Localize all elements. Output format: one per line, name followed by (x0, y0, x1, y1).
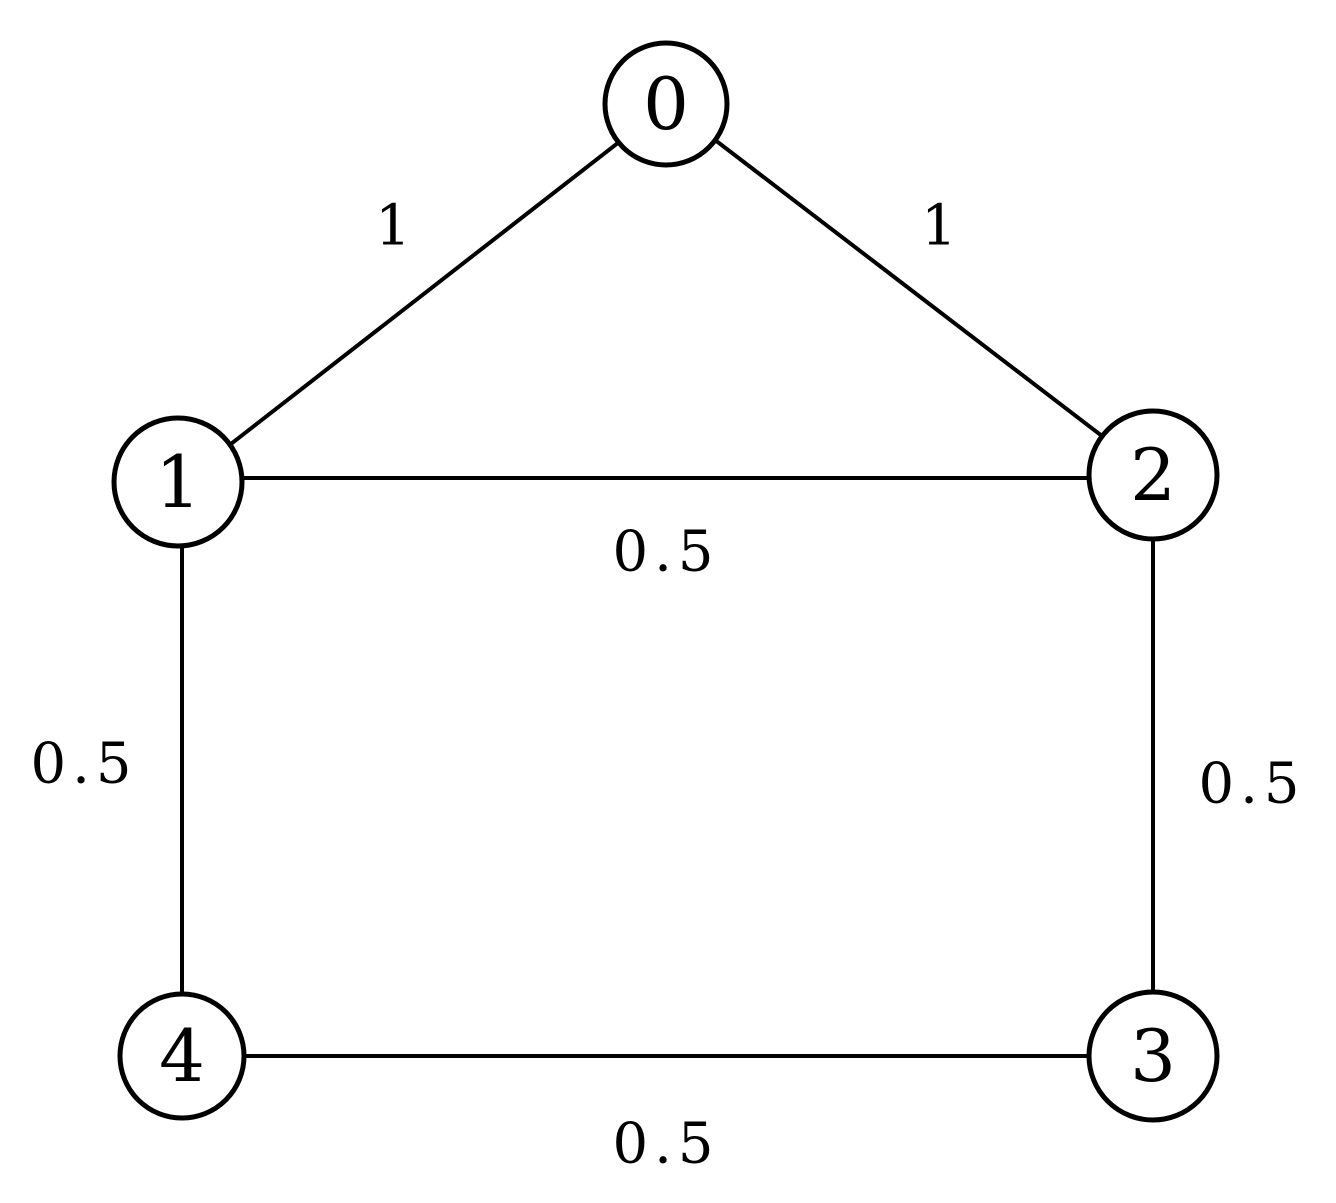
node-1-label: 1 (155, 440, 201, 524)
edges (180, 102, 1155, 1058)
edge-weight-1-4: 0.5 (30, 732, 137, 797)
node-0: 0 (602, 40, 730, 168)
node-2-circle (1086, 408, 1220, 542)
node-3-label: 3 (1130, 1014, 1176, 1098)
node-2: 2 (1086, 408, 1220, 542)
node-4: 4 (117, 991, 247, 1121)
node-3: 3 (1086, 989, 1220, 1123)
nodes: 0 1 2 3 4 (111, 40, 1220, 1123)
node-4-circle (117, 991, 247, 1121)
node-0-label: 0 (643, 62, 689, 146)
node-2-label: 2 (1130, 433, 1176, 517)
node-1-circle (111, 415, 245, 549)
node-0-circle (602, 40, 730, 168)
edge-labels: 1 1 0.5 0.5 0.5 0.5 (30, 194, 1305, 1177)
edge-0-2 (666, 102, 1155, 477)
node-3-circle (1086, 989, 1220, 1123)
edge-weight-0-1: 1 (375, 194, 417, 259)
edge-weight-4-3: 0.5 (612, 1112, 719, 1177)
edge-weight-1-2: 0.5 (612, 520, 719, 585)
edge-weight-0-2: 1 (921, 194, 963, 259)
edge-0-1 (180, 102, 670, 484)
node-1: 1 (111, 415, 245, 549)
edge-weight-2-3: 0.5 (1198, 752, 1305, 817)
node-4-label: 4 (159, 1014, 205, 1098)
